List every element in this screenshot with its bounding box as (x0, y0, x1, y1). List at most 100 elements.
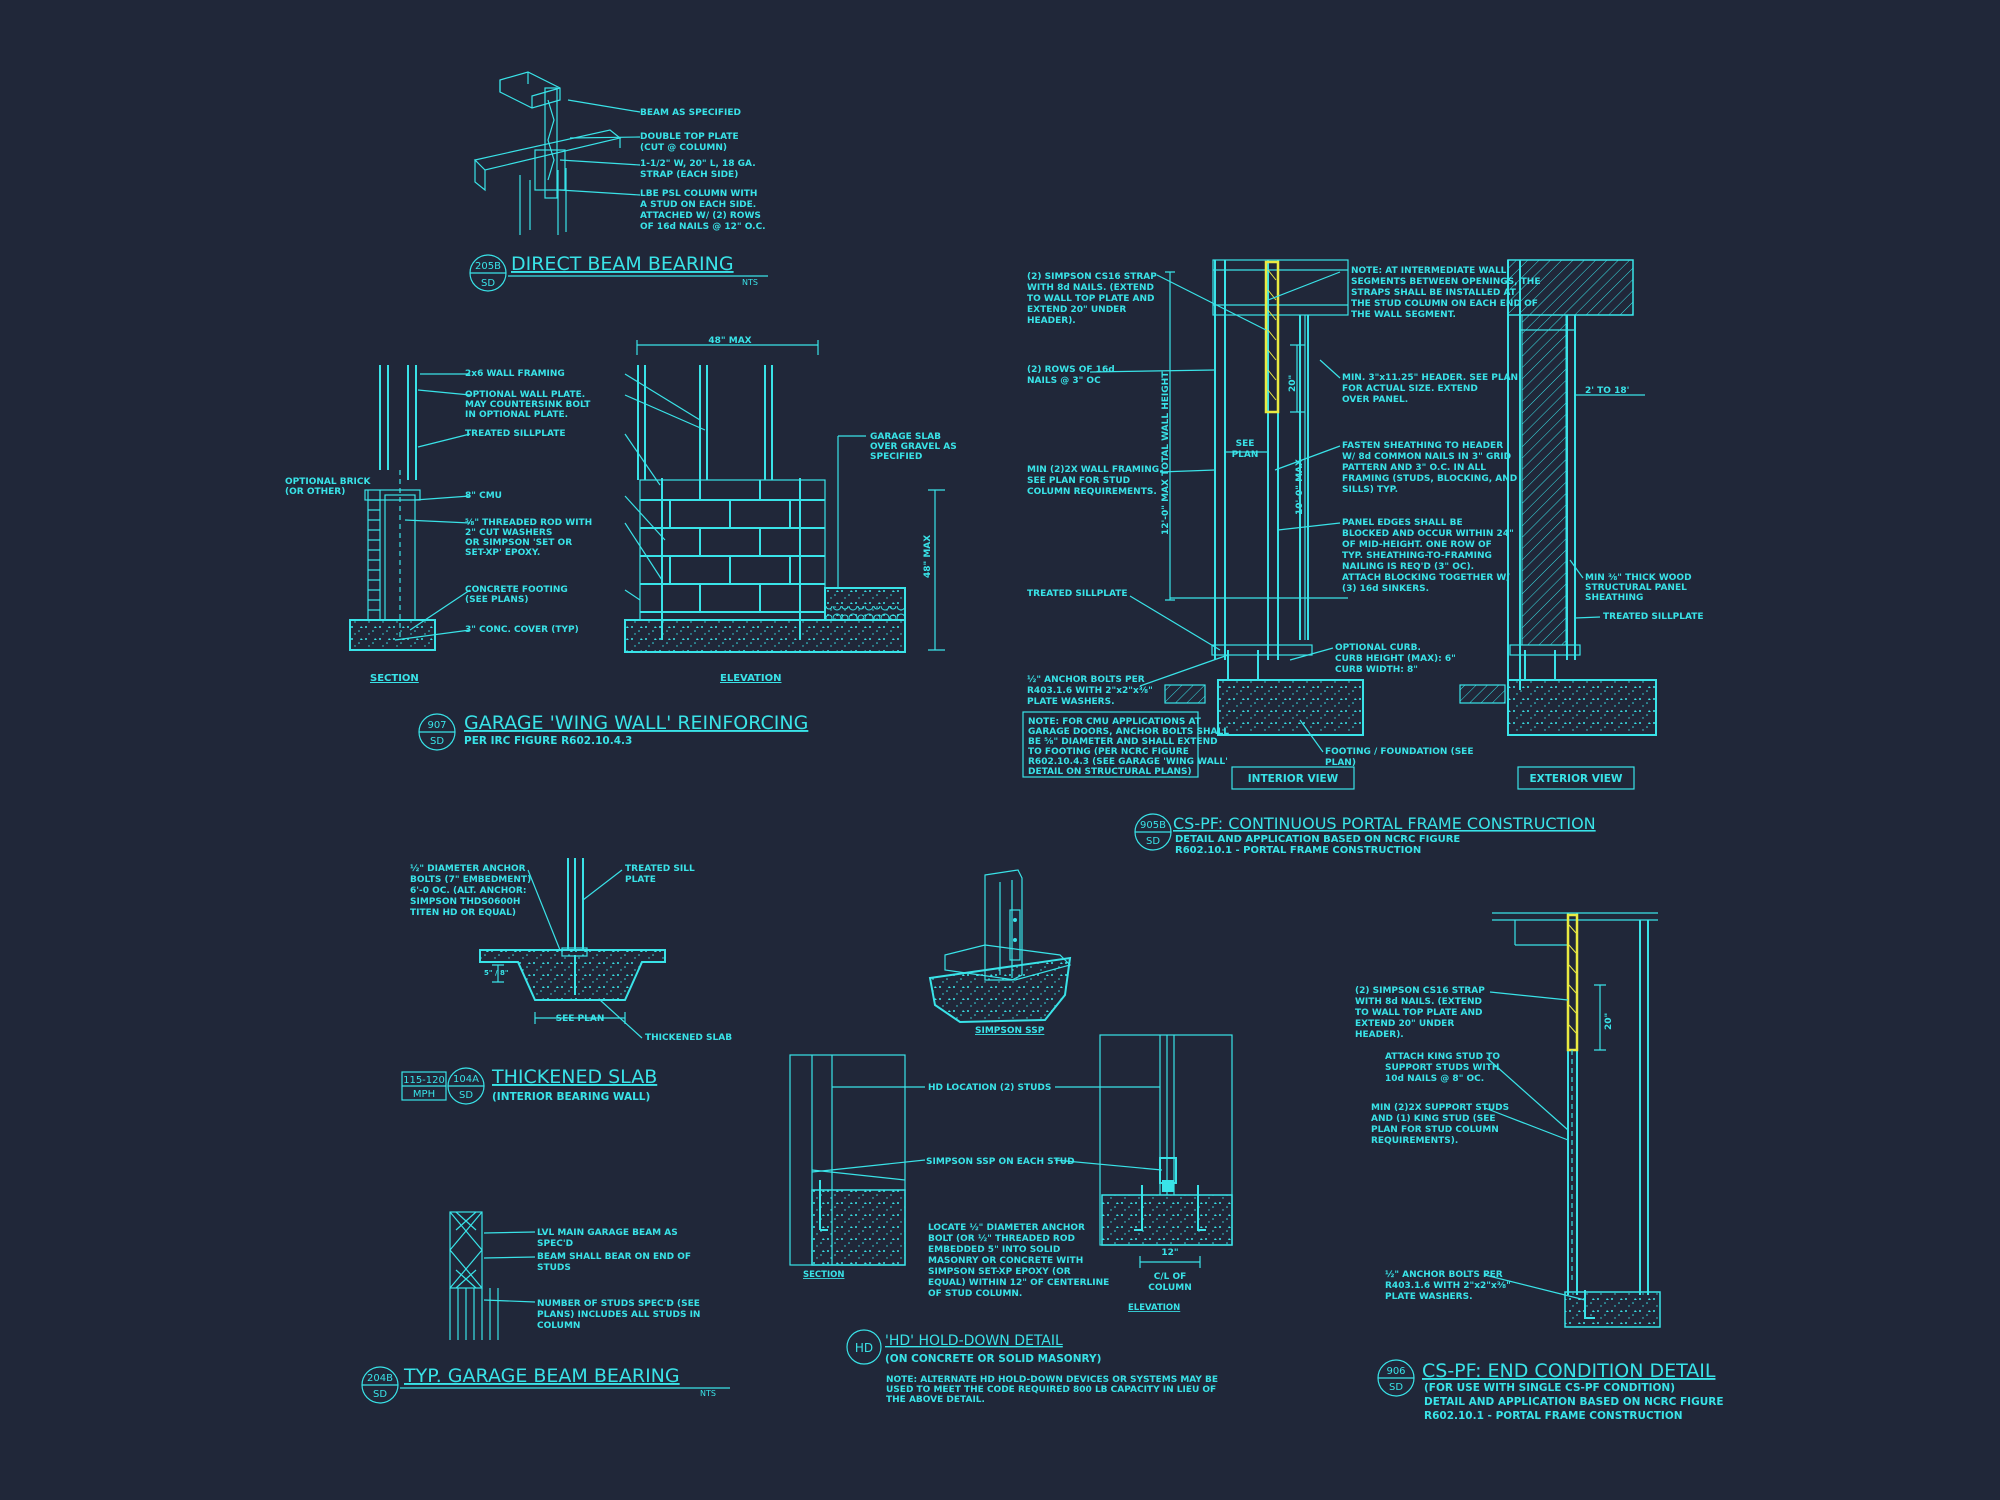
detail-subtitle-2: R602.10.1 - PORTAL FRAME CONSTRUCTION (1175, 845, 1421, 856)
section-caption: SECTION (370, 673, 419, 684)
leader-line (624, 373, 701, 421)
portal-frame-left-note-1-line-5: HEADER). (1027, 316, 1076, 326)
detail-subtitle-2: DETAIL AND APPLICATION BASED ON NCRC FIG… (1424, 1396, 1724, 1408)
garage-beam-note-1-line-1: LVL MAIN GARAGE BEAM AS (537, 1228, 678, 1238)
dim-12ft-wall: 12'-0" MAX TOTAL WALL HEIGHT (1161, 371, 1171, 535)
end-condition-note-1-line-5: HEADER). (1355, 1030, 1404, 1040)
detail-tag-204b: 204B SD (361, 1366, 399, 1404)
detail-hd-hold-down: SECTION 12" C/L OF COLUMN ELEVATION HD L… (789, 1034, 1233, 1405)
end-condition-note-1-line-1: (2) SIMPSON CS16 STRAP (1355, 986, 1485, 996)
leader-line (1129, 595, 1221, 651)
hd-note-3-line-4: MASONRY OR CONCRETE WITH (928, 1256, 1083, 1266)
thickened-slab-note-1-line-4: SIMPSON THDS0600H (410, 897, 520, 907)
wind-speed-unit: MPH (413, 1089, 435, 1100)
leader-line (624, 589, 641, 601)
portal-frame-left-note-3-line-1: MIN (2)2X WALL FRAMING. (1027, 465, 1163, 475)
detail-subtitle: PER IRC FIGURE R602.10.4.3 (464, 735, 632, 747)
detail-subtitle: (INTERIOR BEARING WALL) (492, 1091, 650, 1103)
slab-dim: 5" / 8" (484, 969, 508, 977)
portal-frame-left-note-1-line-4: EXTEND 20" UNDER (1027, 305, 1126, 315)
end-condition-note-3-line-2: AND (1) KING STUD (SEE (1371, 1114, 1496, 1124)
leader-line (1274, 445, 1341, 471)
portal-frame-right-note-4-line-2: BLOCKED AND OCCUR WITHIN 24" (1342, 529, 1514, 539)
portal-frame-left-note-1-line-2: WITH 8d NAILS. (EXTEND (1027, 283, 1154, 293)
detail-title: GARAGE 'WING WALL' REINFORCING (464, 712, 808, 734)
wind-speed-box: 115-120 MPH (401, 1071, 447, 1101)
hd-note-3-line-2: BOLT (OR ½" THREADED ROD (928, 1233, 1075, 1244)
portal-frame-left-note-2-line-1: (2) ROWS OF 16d (1027, 365, 1115, 375)
detail-subtitle-1: DETAIL AND APPLICATION BASED ON NCRC FIG… (1175, 834, 1460, 845)
wing-wall-note-2-line-2: MAY COUNTERSINK BOLT (465, 400, 591, 410)
detail-subtitle-3: R602.10.1 - PORTAL FRAME CONSTRUCTION (1424, 1410, 1683, 1422)
detail-subtitle-1: (FOR USE WITH SINGLE CS-PF CONDITION) (1424, 1382, 1675, 1394)
end-condition-note-4-line-1: ½" ANCHOR BOLTS PER (1385, 1269, 1503, 1280)
tag-sheet: SD (430, 736, 444, 747)
wing-wall-note-6-line-2: (SEE PLANS) (465, 595, 528, 605)
end-condition-note-1-line-4: EXTEND 20" UNDER (1355, 1019, 1454, 1029)
portal-frame-interior-view: 12'-0" MAX TOTAL WALL HEIGHT 10'-0" MAX … (1161, 259, 1364, 790)
tag-sheet: SD (373, 1389, 387, 1400)
see-plan-2: PLAN (1232, 450, 1259, 460)
portal-frame-right-note-5-line-1: OPTIONAL CURB. (1335, 643, 1421, 653)
end-condition-note-3-line-1: MIN (2)2X SUPPORT STUDS (1371, 1103, 1509, 1113)
hd-elevation-caption: ELEVATION (1128, 1303, 1180, 1313)
end-condition-note-2-line-1: ATTACH KING STUD TO (1385, 1052, 1500, 1062)
leader-line (1489, 991, 1569, 1001)
wing-wall-note-1-line-1: 2x6 WALL FRAMING (465, 369, 565, 379)
detail-title: DIRECT BEAM BEARING (511, 253, 734, 275)
direct-beam-note-3-line-1: 1-1/2" W, 20" L, 18 GA. (640, 159, 756, 169)
wing-wall-note-2-line-3: IN OPTIONAL PLATE. (465, 410, 568, 420)
portal-frame-left-note-2-line-2: NAILS @ 3" OC (1027, 376, 1101, 386)
leader-line (1267, 271, 1341, 301)
leader-line (624, 495, 666, 541)
direct-beam-note-2-line-1: DOUBLE TOP PLATE (640, 132, 739, 142)
tag-sheet: SD (1146, 836, 1160, 847)
end-condition-note-3-line-3: PLAN FOR STUD COLUMN (1371, 1125, 1499, 1135)
interior-view-label: INTERIOR VIEW (1248, 773, 1339, 785)
end-condition-note-4-line-3: PLATE WASHERS. (1385, 1292, 1473, 1302)
thickened-slab-note-1-line-5: TITEN HD OR EQUAL) (410, 908, 516, 918)
portal-frame-right-note-1-line-2: SEGMENTS BETWEEN OPENINGS, THE (1351, 277, 1541, 287)
tag-number: HD (855, 1341, 873, 1355)
leader-line (1289, 647, 1334, 661)
wing-wall-section: SECTION (349, 365, 436, 684)
tag-sheet: SD (1389, 1382, 1403, 1393)
portal-frame-cmu-note-1-line-2: GARAGE DOORS, ANCHOR BOLTS SHALL (1028, 727, 1229, 737)
detail-subtitle: (ON CONCRETE OR SOLID MASONRY) (885, 1353, 1101, 1365)
detail-title: 'HD' HOLD-DOWN DETAIL (885, 1333, 1063, 1349)
detail-title: THICKENED SLAB (491, 1066, 657, 1088)
portal-frame-right-note-3-line-2: W/ 8d COMMON NAILS IN 3" GRID (1342, 452, 1511, 462)
wind-speed-range: 115-120 (403, 1075, 445, 1086)
wing-wall-note-5-line-4: SET-XP' EPOXY. (465, 548, 540, 558)
end-condition-note-2-line-3: 10d NAILS @ 8" OC. (1385, 1074, 1484, 1084)
hd-note-3-line-6: EQUAL) WITHIN 12" OF CENTERLINE (928, 1278, 1109, 1288)
portal-frame-ext-note-1-line-2: STRUCTURAL PANEL (1585, 583, 1687, 593)
detail-tag-907: 907 SD (418, 713, 456, 751)
garage-beam-note-2-line-1: BEAM SHALL BEAR ON END OF (537, 1252, 691, 1262)
leader-line (1139, 654, 1229, 687)
wing-wall-note-2-line-1: OPTIONAL WALL PLATE. (465, 390, 585, 400)
thickened-slab-note-2-line-2: PLATE (625, 875, 656, 885)
portal-frame-right-note-5-line-3: CURB WIDTH: 8" (1335, 665, 1418, 675)
dim-2-to-18: 2' TO 18' (1585, 386, 1629, 396)
direct-beam-note-2-line-2: (CUT @ COLUMN) (640, 143, 727, 153)
wing-wall-slab-note-1-line-3: SPECIFIED (870, 452, 922, 462)
portal-frame-left-note-5-line-3: PLATE WASHERS. (1027, 697, 1115, 707)
hd-elevation-view: 12" C/L OF COLUMN ELEVATION (1099, 1034, 1233, 1313)
leader-line (409, 589, 471, 631)
end-condition-note-2-line-2: SUPPORT STUDS WITH (1385, 1063, 1499, 1073)
leader-line (624, 522, 663, 581)
portal-frame-left-note-3-line-2: SEE PLAN FOR STUD (1027, 476, 1130, 486)
detail-tag-906: 906 SD (1377, 1359, 1415, 1397)
end-condition-note-3-line-4: REQUIREMENTS). (1371, 1136, 1458, 1146)
portal-frame-cmu-note-1-line-4: TO FOOTING (PER NCRC FIGURE (1028, 747, 1189, 757)
wing-wall-elevation: 48" MAX 48" MAX ELEVATION (624, 336, 945, 684)
hd-section-view: SECTION (789, 1054, 906, 1280)
direct-beam-note-4-line-4: OF 16d NAILS @ 12" O.C. (640, 222, 766, 232)
direct-beam-note-4-line-1: LBE PSL COLUMN WITH (640, 189, 757, 199)
portal-frame-right-note-4-line-4: TYP. SHEATHING-TO-FRAMING (1342, 551, 1492, 561)
leader-line (527, 869, 561, 951)
